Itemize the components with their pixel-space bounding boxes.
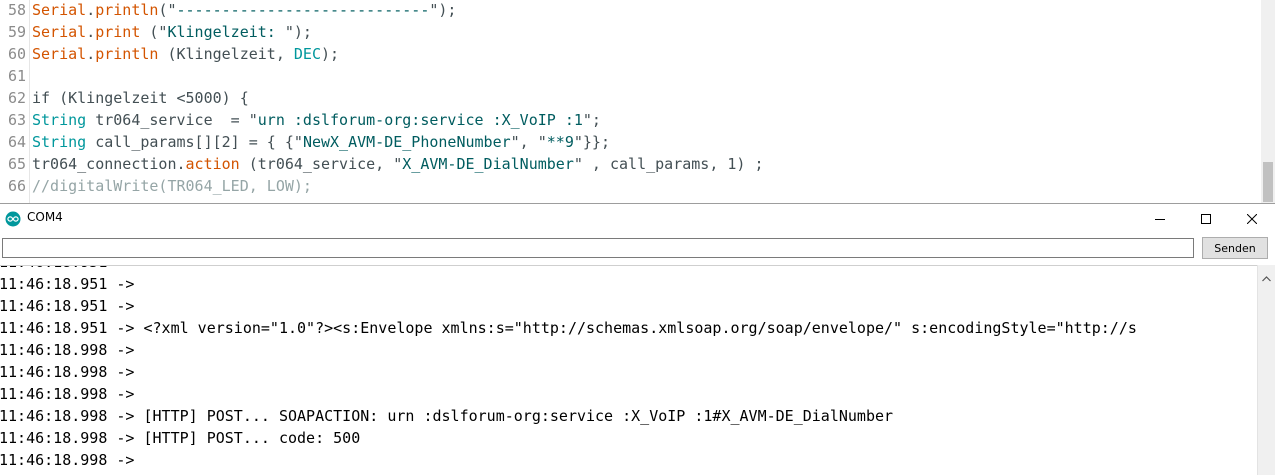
serial-output-line: 11:46:18.998 -> bbox=[0, 341, 144, 359]
code-token: . bbox=[86, 45, 96, 63]
scroll-up-arrow-icon[interactable] bbox=[1261, 269, 1272, 282]
code-token: if (Klingelzeit <5000) { bbox=[32, 89, 249, 107]
serial-output-line: 11:46:18.951 -> bbox=[0, 275, 144, 293]
code-token: (Klingelzeit, bbox=[158, 45, 294, 63]
code-token: ---------------------------- bbox=[176, 1, 430, 19]
code-line[interactable]: 64 String call_params[][2] = { {"NewX_AVM… bbox=[0, 131, 610, 153]
serial-output-line: 11:46:18.998 -> bbox=[0, 451, 144, 469]
window-title: COM4 bbox=[27, 210, 63, 224]
code-token: println bbox=[95, 1, 159, 19]
code-line[interactable]: 65 tr064_connection.action (tr064_service… bbox=[0, 153, 764, 175]
code-line[interactable]: 60 Serial.println (Klingelzeit, DEC); bbox=[0, 43, 339, 65]
code-token: Klingelzeit: bbox=[167, 23, 285, 41]
code-line[interactable]: 63 String tr064_service = "urn :dslforum-… bbox=[0, 109, 601, 131]
serial-output-line: 11:46:18.998 -> [HTTP] POST... code: 500 bbox=[0, 429, 361, 447]
code-token: ", " bbox=[510, 133, 547, 151]
code-token: **9 bbox=[546, 133, 574, 151]
serial-send-input[interactable] bbox=[2, 238, 1194, 258]
code-token: Serial bbox=[32, 1, 87, 19]
serial-output-line: 11:46:18.951 -> <?xml version="1.0"?><s:… bbox=[0, 319, 1137, 337]
code-token: Serial bbox=[32, 23, 87, 41]
serial-output-line: 11:46:18.998 -> bbox=[0, 363, 144, 381]
serial-monitor-window: COM4 Senden 11:46:18.951 -> 11:46:18.951… bbox=[0, 203, 1275, 476]
line-number: 65 bbox=[7, 155, 26, 173]
code-token: . bbox=[86, 23, 96, 41]
code-token: String bbox=[32, 133, 87, 151]
code-token: urn :dslforum-org:service :X_VoIP :1 bbox=[257, 111, 583, 129]
editor-scrollbar[interactable] bbox=[1261, 0, 1275, 203]
minimize-button[interactable] bbox=[1137, 204, 1183, 233]
minimize-icon bbox=[1155, 209, 1165, 228]
code-token: (" bbox=[158, 1, 177, 19]
code-token: ); bbox=[321, 45, 340, 63]
line-number: 59 bbox=[7, 23, 26, 41]
code-token: tr064_connection. bbox=[32, 155, 186, 173]
line-number-gutter bbox=[0, 0, 30, 203]
code-token: NewX_AVM-DE_PhoneNumber bbox=[302, 133, 511, 151]
serial-output[interactable]: 11:46:18.951 -> 11:46:18.951 -> 11:46:18… bbox=[0, 265, 1257, 476]
code-token: println bbox=[95, 45, 159, 63]
code-token: call_params[][2] = { {" bbox=[86, 133, 303, 151]
code-token: tr064_service = " bbox=[86, 111, 258, 129]
code-token: print bbox=[95, 23, 141, 41]
code-token: (tr064_service, " bbox=[239, 155, 403, 173]
code-token: "); bbox=[429, 1, 457, 19]
line-number: 60 bbox=[7, 45, 26, 63]
send-row: Senden bbox=[0, 235, 1275, 265]
arduino-icon bbox=[5, 211, 21, 227]
code-token: " , call_params, 1) ; bbox=[573, 155, 764, 173]
code-token: String bbox=[32, 111, 87, 129]
code-token: X_AVM-DE_DialNumber bbox=[402, 155, 574, 173]
code-token: . bbox=[86, 1, 96, 19]
serial-output-line: 11:46:18.998 -> bbox=[0, 385, 144, 403]
send-button[interactable]: Senden bbox=[1202, 237, 1268, 259]
code-line[interactable]: 58 Serial.println("----------------------… bbox=[0, 0, 457, 21]
code-token: (" bbox=[140, 23, 168, 41]
title-bar[interactable]: COM4 bbox=[0, 204, 1275, 233]
output-scrollbar[interactable] bbox=[1257, 265, 1275, 475]
code-token: action bbox=[185, 155, 240, 173]
code-line[interactable]: 61 bbox=[0, 65, 32, 87]
code-token: "}}; bbox=[573, 133, 610, 151]
line-number: 64 bbox=[7, 133, 26, 151]
close-icon bbox=[1246, 209, 1258, 228]
code-token: "; bbox=[582, 111, 601, 129]
code-token: Serial bbox=[32, 45, 87, 63]
serial-output-line: 11:46:18.998 -> [HTTP] POST... SOAPACTIO… bbox=[0, 407, 894, 425]
code-line[interactable]: 62 if (Klingelzeit <5000) { bbox=[0, 87, 249, 109]
maximize-icon bbox=[1201, 209, 1211, 228]
line-number: 62 bbox=[7, 89, 26, 107]
code-token: //digitalWrite(TR064_LED, LOW); bbox=[32, 177, 312, 195]
serial-output-line: 11:46:18.951 -> bbox=[0, 266, 144, 273]
line-number: 66 bbox=[7, 177, 26, 195]
serial-output-line: 11:46:18.951 -> bbox=[0, 297, 144, 315]
editor-scrollbar-thumb[interactable] bbox=[1263, 162, 1273, 202]
close-button[interactable] bbox=[1229, 204, 1275, 233]
line-number: 61 bbox=[7, 67, 26, 85]
line-number: 58 bbox=[7, 1, 26, 19]
code-token: DEC bbox=[293, 45, 321, 63]
code-line[interactable]: 59 Serial.print ("Klingelzeit: "); bbox=[0, 21, 312, 43]
line-number: 63 bbox=[7, 111, 26, 129]
code-line[interactable]: 66 //digitalWrite(TR064_LED, LOW); bbox=[0, 175, 312, 197]
code-token: "); bbox=[284, 23, 312, 41]
maximize-button[interactable] bbox=[1183, 204, 1229, 233]
